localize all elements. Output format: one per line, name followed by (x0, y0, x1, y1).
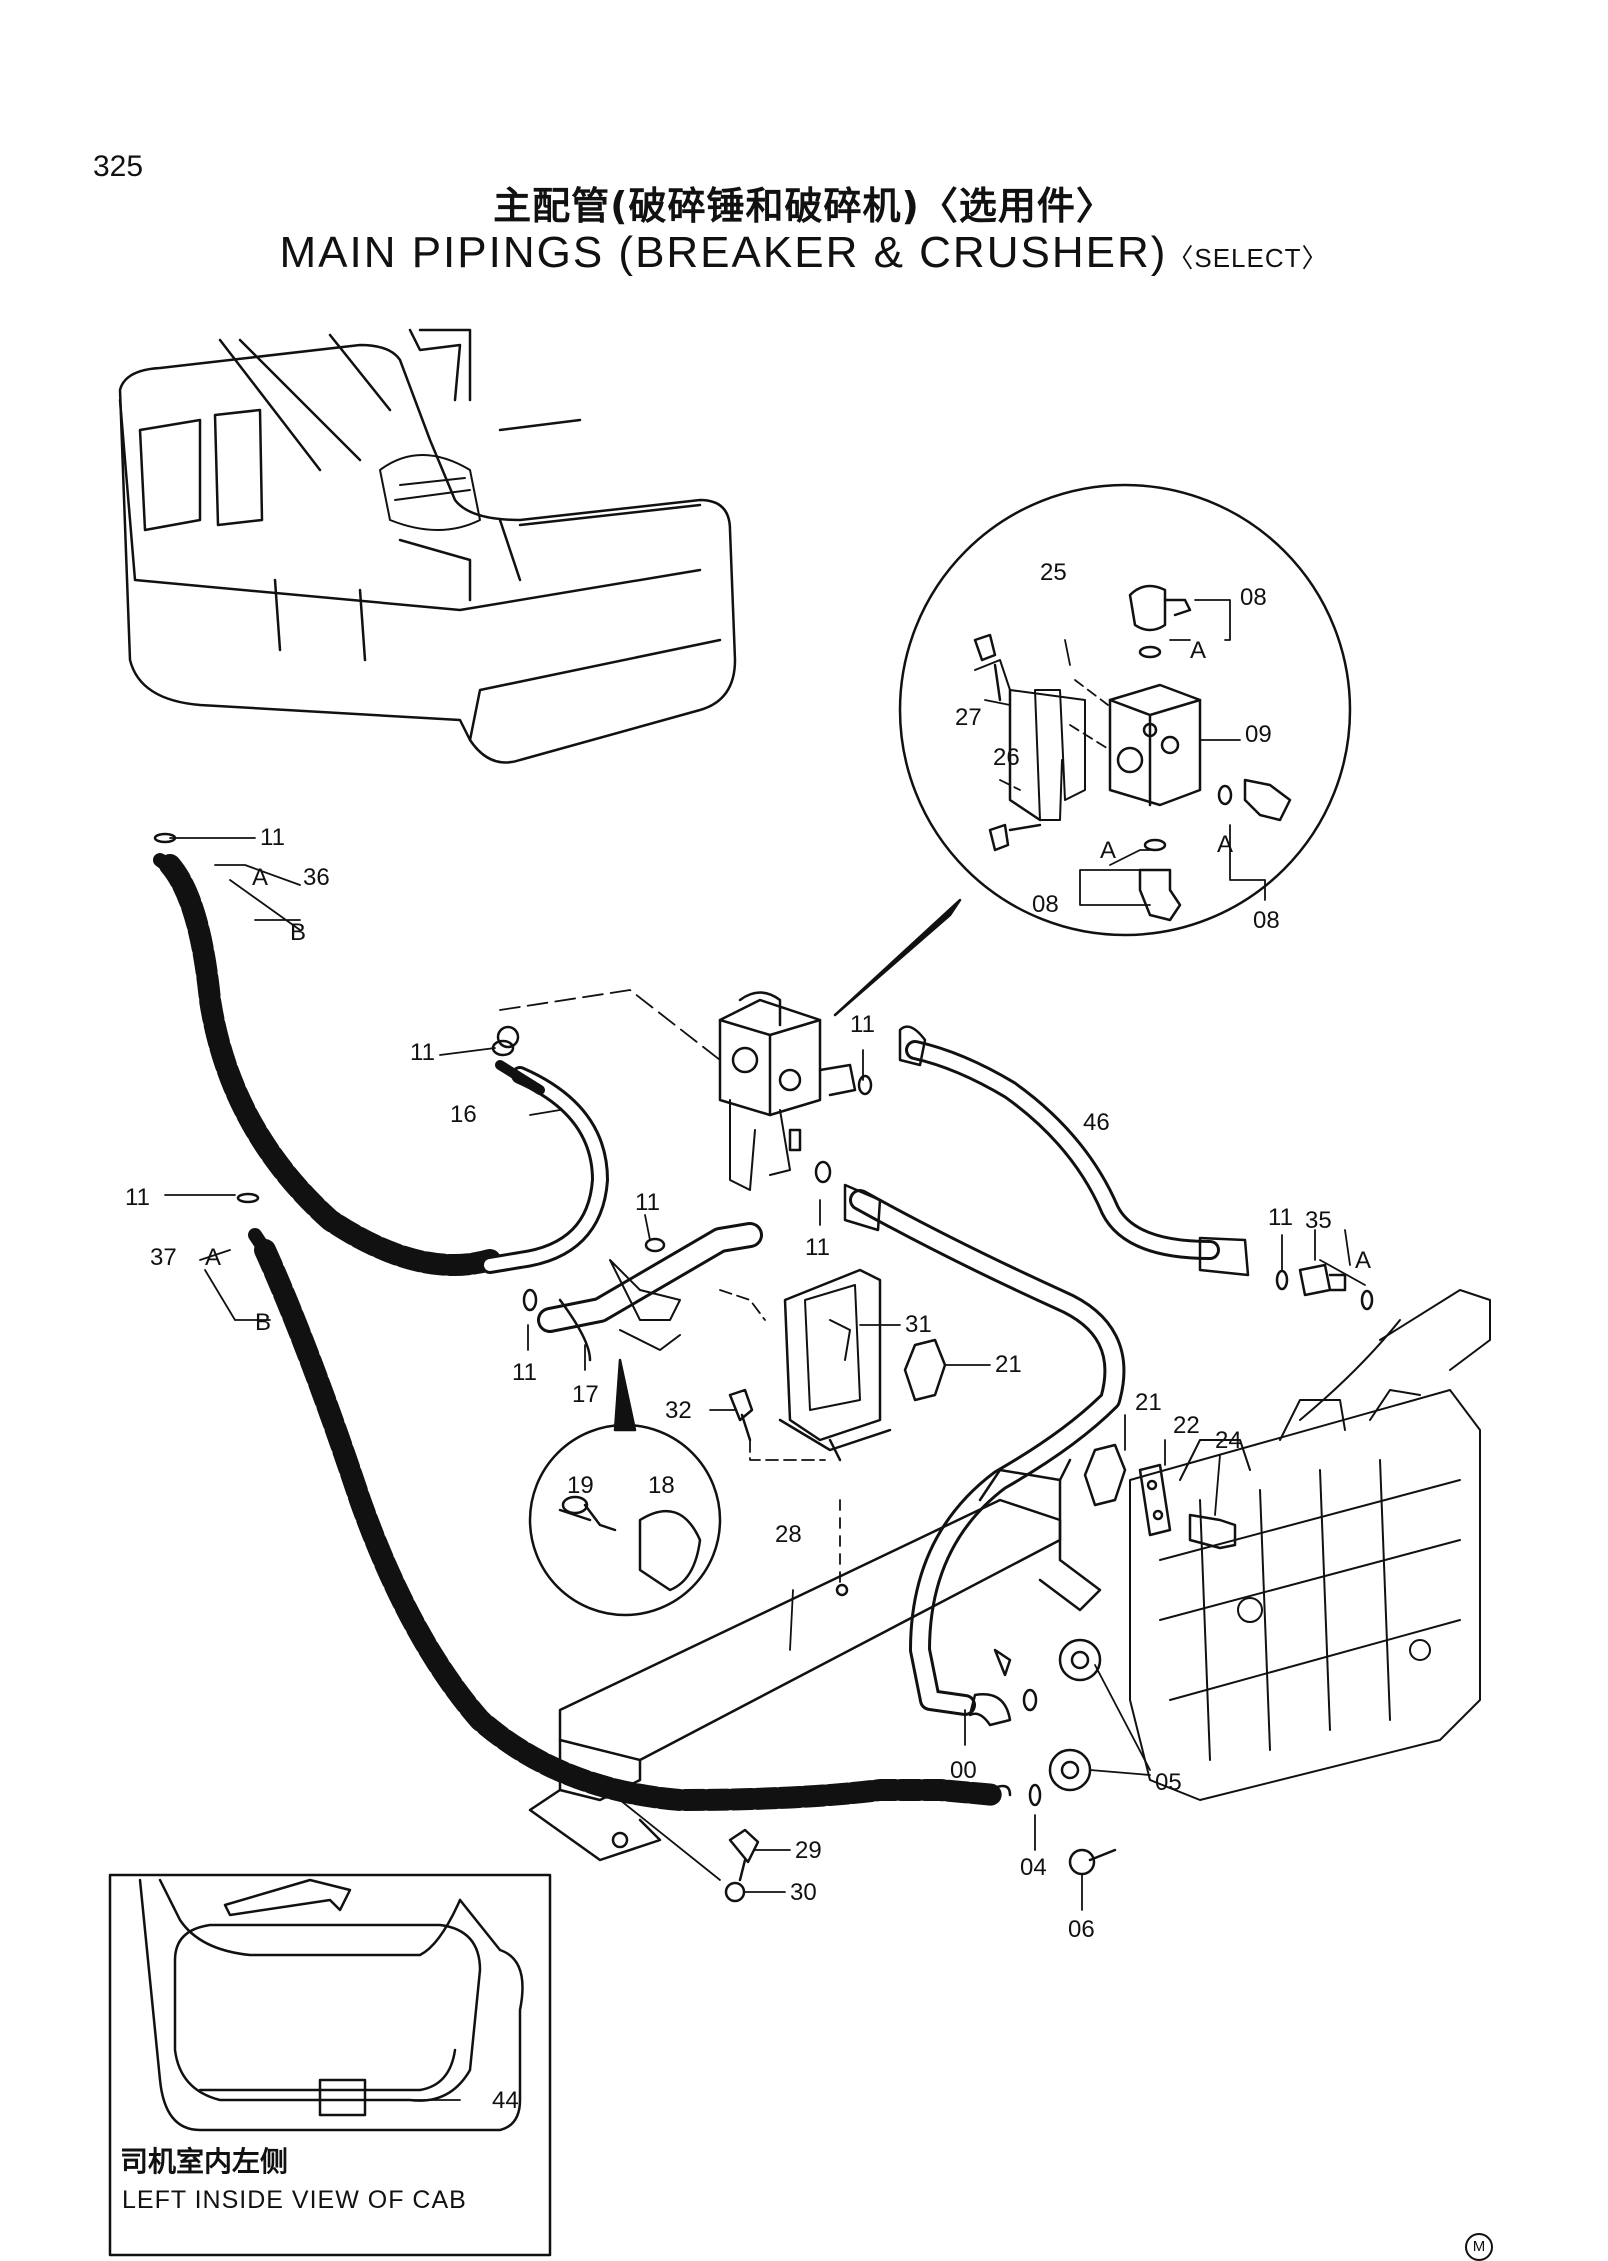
label-35: 35 (1305, 1207, 1332, 1234)
fitting-35 (1275, 1263, 1374, 1311)
label-00: 00 (950, 1757, 977, 1784)
bracket-31 (719, 1268, 892, 1462)
pipe-17 (537, 1222, 763, 1362)
label-11-d: 11 (635, 1189, 660, 1216)
label-a-37: A (205, 1244, 221, 1271)
frame-28 (528, 1458, 1102, 1881)
page-title-english: MAIN PIPINGS (BREAKER & CRUSHER)〈SELECT〉 (0, 228, 1608, 278)
label-26: 26 (993, 744, 1020, 771)
label-11-b: 11 (410, 1039, 435, 1066)
orings-11 (491, 1039, 1038, 1712)
clamp-21a (903, 1338, 947, 1402)
label-21-b: 21 (1135, 1389, 1162, 1416)
label-b-37: B (255, 1309, 271, 1336)
cab-interior-inset (108, 1873, 552, 2257)
fitting-00 (968, 1648, 1012, 1797)
label-31: 31 (905, 1311, 932, 1338)
bolt-06 (1068, 1848, 1117, 1876)
cab-inset-caption-chinese: 司机室内左侧 (120, 2145, 289, 2178)
clamp-21b (1083, 1443, 1127, 1507)
label-06: 06 (1068, 1916, 1095, 1943)
label-a-top: A (1190, 637, 1206, 664)
page-number: 325 (93, 150, 144, 183)
label-a-right: A (1217, 831, 1233, 858)
label-29: 29 (795, 1837, 822, 1864)
label-24: 24 (1215, 1427, 1242, 1454)
label-11-c: 11 (850, 1011, 875, 1038)
label-17: 17 (572, 1381, 599, 1408)
page-title-english-main: MAIN PIPINGS (BREAKER & CRUSHER) (279, 228, 1168, 277)
label-11-h: 11 (512, 1359, 537, 1386)
label-28: 28 (775, 1521, 802, 1548)
label-11-f: 11 (1268, 1204, 1293, 1231)
label-30: 30 (790, 1879, 817, 1906)
inset-pointer (833, 898, 962, 1017)
page-title-select-tag: 〈SELECT〉 (1167, 243, 1329, 273)
label-27: 27 (955, 704, 982, 731)
pipe-16 (481, 1025, 609, 1274)
label-19: 19 (567, 1472, 594, 1499)
label-a-36: A (252, 864, 268, 891)
label-36: 36 (303, 864, 330, 891)
excavator-overview-illustration (118, 328, 737, 764)
label-09: 09 (1245, 721, 1272, 748)
plate-22 (1138, 1463, 1172, 1537)
label-04: 04 (1020, 1854, 1047, 1881)
label-18: 18 (648, 1472, 675, 1499)
control-valve-assembly (1129, 1289, 1491, 1801)
label-05: 05 (1155, 1769, 1182, 1796)
page-title-chinese: 主配管(破碎锤和破碎机)〈选用件〉 (493, 184, 1115, 228)
label-11-a: 11 (260, 824, 285, 851)
hose-center-down (814, 1160, 1126, 1716)
hose-37-armored (236, 1192, 1006, 1811)
label-25: 25 (1040, 559, 1067, 586)
ring-30 (724, 1881, 746, 1903)
label-08-right: 08 (1253, 907, 1280, 934)
bolt-32 (728, 1388, 754, 1442)
oring-04 (1028, 1783, 1042, 1807)
leader-lines (164, 837, 1366, 1911)
label-46: 46 (1083, 1109, 1110, 1136)
cab-inset-caption-english: LEFT INSIDE VIEW OF CAB (122, 2186, 467, 2214)
label-08-top: 08 (1240, 584, 1267, 611)
label-08-left: 08 (1032, 891, 1059, 918)
label-11-g: 11 (125, 1184, 150, 1211)
clamp-detail-inset (528, 1358, 722, 1617)
valve-block-detail-inset (898, 483, 1352, 937)
hose-46 (898, 1025, 1250, 1277)
label-16: 16 (450, 1101, 477, 1128)
hose-36-armored (153, 832, 501, 1276)
label-b-36: B (290, 919, 306, 946)
bolt-29 (728, 1828, 760, 1882)
flange-05 (1048, 1638, 1102, 1792)
label-37: 37 (150, 1244, 177, 1271)
part-labels: 25 08 A 27 09 26 A A 08 08 11 A 36 B 11 … (125, 559, 1371, 2114)
bolt-24 (1188, 1513, 1237, 1550)
label-a-left: A (1100, 837, 1116, 864)
label-32: 32 (665, 1397, 692, 1424)
valve-block-main (499, 989, 857, 1191)
label-11-e: 11 (805, 1234, 830, 1261)
label-44: 44 (492, 2087, 519, 2114)
registered-mark: M (1465, 2233, 1493, 2261)
label-21-a: 21 (995, 1351, 1022, 1378)
label-a-35: A (1355, 1247, 1371, 1274)
label-22: 22 (1173, 1412, 1200, 1439)
